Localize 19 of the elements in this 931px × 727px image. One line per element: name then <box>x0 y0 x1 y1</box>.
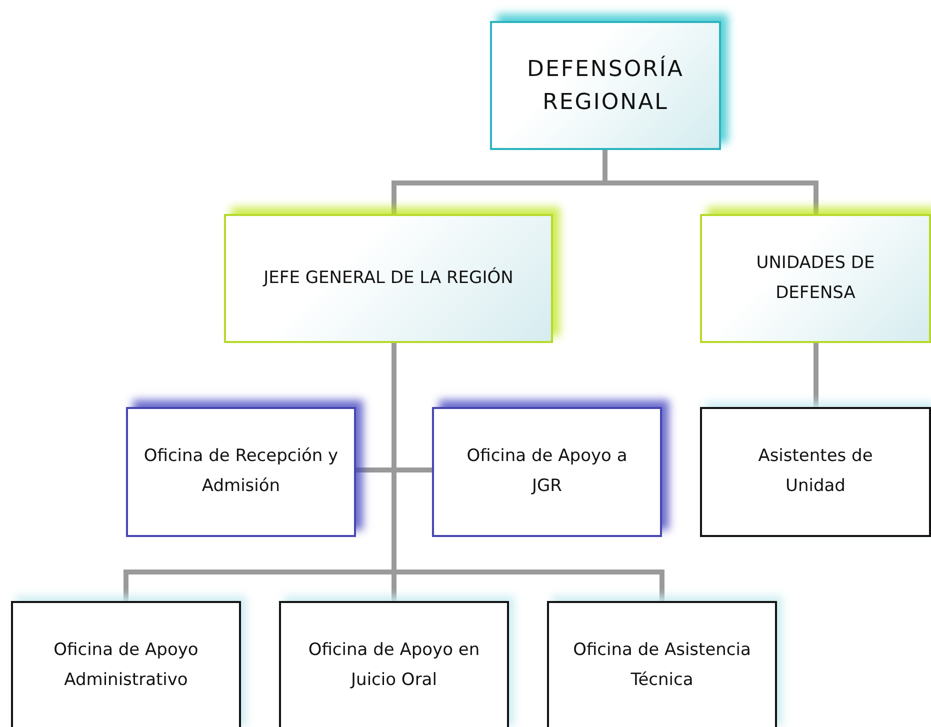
connector-line <box>814 343 818 407</box>
box-label: Oficina de Apoyo Administrativo <box>52 639 200 692</box>
unit-box <box>700 214 931 343</box>
box-label: DEFENSORÍA REGIONAL <box>526 54 685 116</box>
box-label: Oficina de Asistencia Técnica <box>572 639 752 692</box>
header-box <box>490 21 721 150</box>
box-label: Oficina de Apoyo en Juicio Oral <box>307 639 481 692</box>
office-box <box>432 407 662 537</box>
office-box <box>700 407 931 537</box>
box-label: Oficina de Apoyo a JGR <box>466 445 628 498</box>
office-box <box>547 601 777 727</box>
office-box <box>279 601 509 727</box>
box-label: Oficina de Recepción y Admisión <box>142 445 340 498</box>
office-box <box>11 601 241 727</box>
unit-box <box>224 214 553 343</box>
box-label: Asistentes de Unidad <box>757 445 874 498</box>
office-box <box>126 407 356 537</box>
box-label: JEFE GENERAL DE LA REGIÓN <box>264 266 514 290</box>
box-label: UNIDADES DE DEFENSA <box>755 252 876 304</box>
